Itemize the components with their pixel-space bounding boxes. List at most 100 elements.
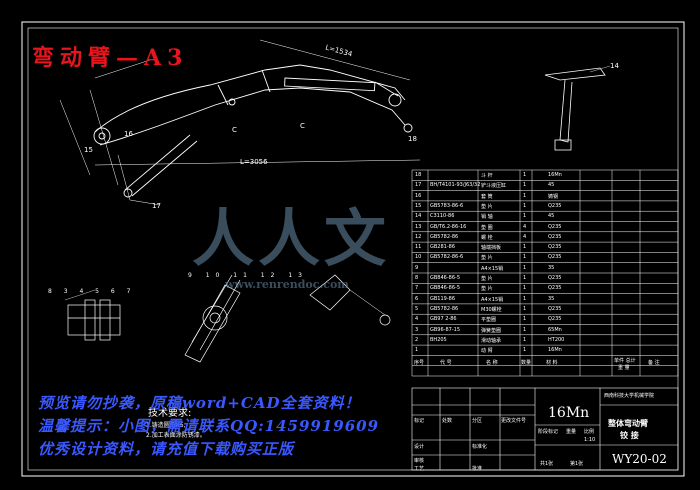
bom-cell-qty: 1 <box>523 192 527 199</box>
bom-header-qty: 数量 <box>521 360 532 367</box>
bom-cell-material: Q235 <box>548 275 562 281</box>
bom-cell-name: M30螺栓 <box>481 306 502 313</box>
balloon-16: 16 <box>124 130 133 138</box>
technical-note-2: 2.加工表面涂防锈漆。 <box>146 432 206 439</box>
bom-cell-qty: 1 <box>523 182 527 189</box>
detail-left-balloons: 8 3 4 5 6 7 <box>48 288 136 295</box>
bom-cell-name: 垫 片 <box>481 286 493 293</box>
bom-cell-qty: 1 <box>523 326 527 333</box>
title-material: 16Mn <box>548 405 590 421</box>
bom-cell-no: 10 <box>415 254 422 261</box>
balloon-14: 14 <box>610 62 619 70</box>
tb-label-change-doc: 更改文件号 <box>501 418 527 424</box>
bom-cell-no: 12 <box>415 233 422 240</box>
bom-cell-qty: 1 <box>523 285 527 292</box>
bom-cell-qty: 1 <box>523 264 527 271</box>
bom-cell-no: 8 <box>415 275 419 281</box>
bom-cell-name: 平垫圈 <box>481 317 497 324</box>
bom-cell-name: 螺 栓 <box>481 234 493 241</box>
bom-cell-code: BH205 <box>430 336 447 343</box>
bom-cell-name: 弹簧垫圈 <box>481 327 502 334</box>
bom-cell-no: 6 <box>415 295 419 302</box>
bom-cell-no: 14 <box>415 213 422 220</box>
bom-cell-code: GB97 2-86 <box>430 316 457 323</box>
bom-cell-code: GB5782-86-6 <box>430 254 464 261</box>
tb-label-designer: 设计 <box>414 444 425 450</box>
bom-cell-material: 35 <box>548 295 555 302</box>
tb-label-count: 处数 <box>442 418 453 424</box>
dimension-bottom: L=3056 <box>240 158 268 166</box>
bom-cell-material: Q235 <box>548 254 562 261</box>
bom-cell-qty: 1 <box>523 254 527 261</box>
bom-cell-qty: 1 <box>523 316 527 323</box>
watermark-logo: 人人文 <box>192 202 391 275</box>
bom-cell-qty: 1 <box>523 244 527 251</box>
tb-label-zone: 分区 <box>472 418 483 424</box>
detail-view-middle <box>184 274 241 363</box>
bom-cell-no: 2 <box>415 336 419 343</box>
bom-cell-name: 动 臂 <box>481 348 493 355</box>
bom-cell-code: GB281-86 <box>430 244 456 251</box>
bom-cell-material: 65Mn <box>548 326 562 333</box>
bom-cell-qty: 1 <box>523 202 527 209</box>
bom-cell-no: 1 <box>415 347 419 354</box>
outer-frame <box>21 21 685 477</box>
tb-label-sheets: 共1张 <box>540 461 554 467</box>
detail-view-right <box>309 274 391 326</box>
bom-cell-code: GB5783-86-6 <box>430 202 464 209</box>
bom-cell-name: 垫 圈 <box>481 224 493 231</box>
bom-cell-code: BH/T4101-93/J63/32 <box>430 182 481 189</box>
bom-cell-material: Q235 <box>548 233 562 240</box>
label-c-right: C <box>300 122 305 130</box>
bom-cell-no: 5 <box>415 305 419 312</box>
title-block-grid <box>411 387 679 471</box>
bom-cell-no: 4 <box>415 316 419 323</box>
bom-cell-name: 套 筒 <box>481 193 493 200</box>
balloon-17: 17 <box>152 202 161 210</box>
bom-header-no: 序号 <box>414 360 425 367</box>
title-drawing-no: WY20-02 <box>612 452 667 466</box>
bom-cell-material: HT200 <box>548 336 565 343</box>
bom-cell-material: 16Mn <box>548 347 562 354</box>
bom-cell-name: 铲斗液压缸 <box>481 183 507 190</box>
bom-cell-name: A4×15销 <box>481 265 504 272</box>
bom-cell-code: GB96-87-15 <box>430 326 460 333</box>
bom-cell-no: 3 <box>415 326 419 333</box>
bom-cell-material: Q235 <box>548 244 562 251</box>
ad-line-1: 预览请勿抄袭，原稿word+CAD全套资料！ <box>38 394 361 412</box>
tb-label-standard: 标准化 <box>472 444 488 450</box>
bom-cell-qty: 1 <box>523 172 527 178</box>
bom-cell-material: Q235 <box>548 316 562 323</box>
bom-cell-name: A4×15销 <box>481 296 504 303</box>
tb-label-approve: 批准 <box>472 466 483 472</box>
bom-cell-qty: 1 <box>523 275 527 281</box>
drawing-title-stamp: 弯动臂—A3 <box>32 45 189 71</box>
bom-cell-no: 11 <box>415 244 422 251</box>
bom-header-unit-total: 单件 总计 <box>614 358 636 365</box>
bom-cell-name: 垫 片 <box>481 255 493 262</box>
tb-label-sheet: 第1张 <box>570 461 584 467</box>
bom-cell-no: 7 <box>415 285 419 292</box>
bom-cell-code: C3110-86 <box>430 213 455 220</box>
label-c-left: C <box>232 126 237 134</box>
bom-cell-material: 16Mn <box>548 172 562 178</box>
bom-cell-no: 16 <box>415 192 422 199</box>
bom-cell-no: 18 <box>415 172 422 178</box>
tb-label-weight: 重量 <box>566 429 577 435</box>
section-a-view <box>544 65 611 151</box>
detail-mid-balloons: 9 10 11 12 13 <box>188 272 308 279</box>
bom-header-material: 材 料 <box>546 360 558 367</box>
bom-header-note: 备 注 <box>648 360 660 367</box>
boom-main-view <box>59 39 421 206</box>
bom-cell-name: 轴端挡板 <box>481 245 502 252</box>
balloon-18: 18 <box>408 135 417 143</box>
bom-cell-name: 垫 片 <box>481 203 493 210</box>
detail-view-left <box>64 289 121 341</box>
bom-cell-material: Q235 <box>548 223 562 230</box>
bom-cell-qty: 1 <box>523 305 527 312</box>
ad-line-2: 温馨提示：小图，需请联系QQ:1459919609 <box>38 417 380 435</box>
bom-header-weight: 重 量 <box>618 365 630 372</box>
bom-cell-code: GB846-86-5 <box>430 275 460 281</box>
